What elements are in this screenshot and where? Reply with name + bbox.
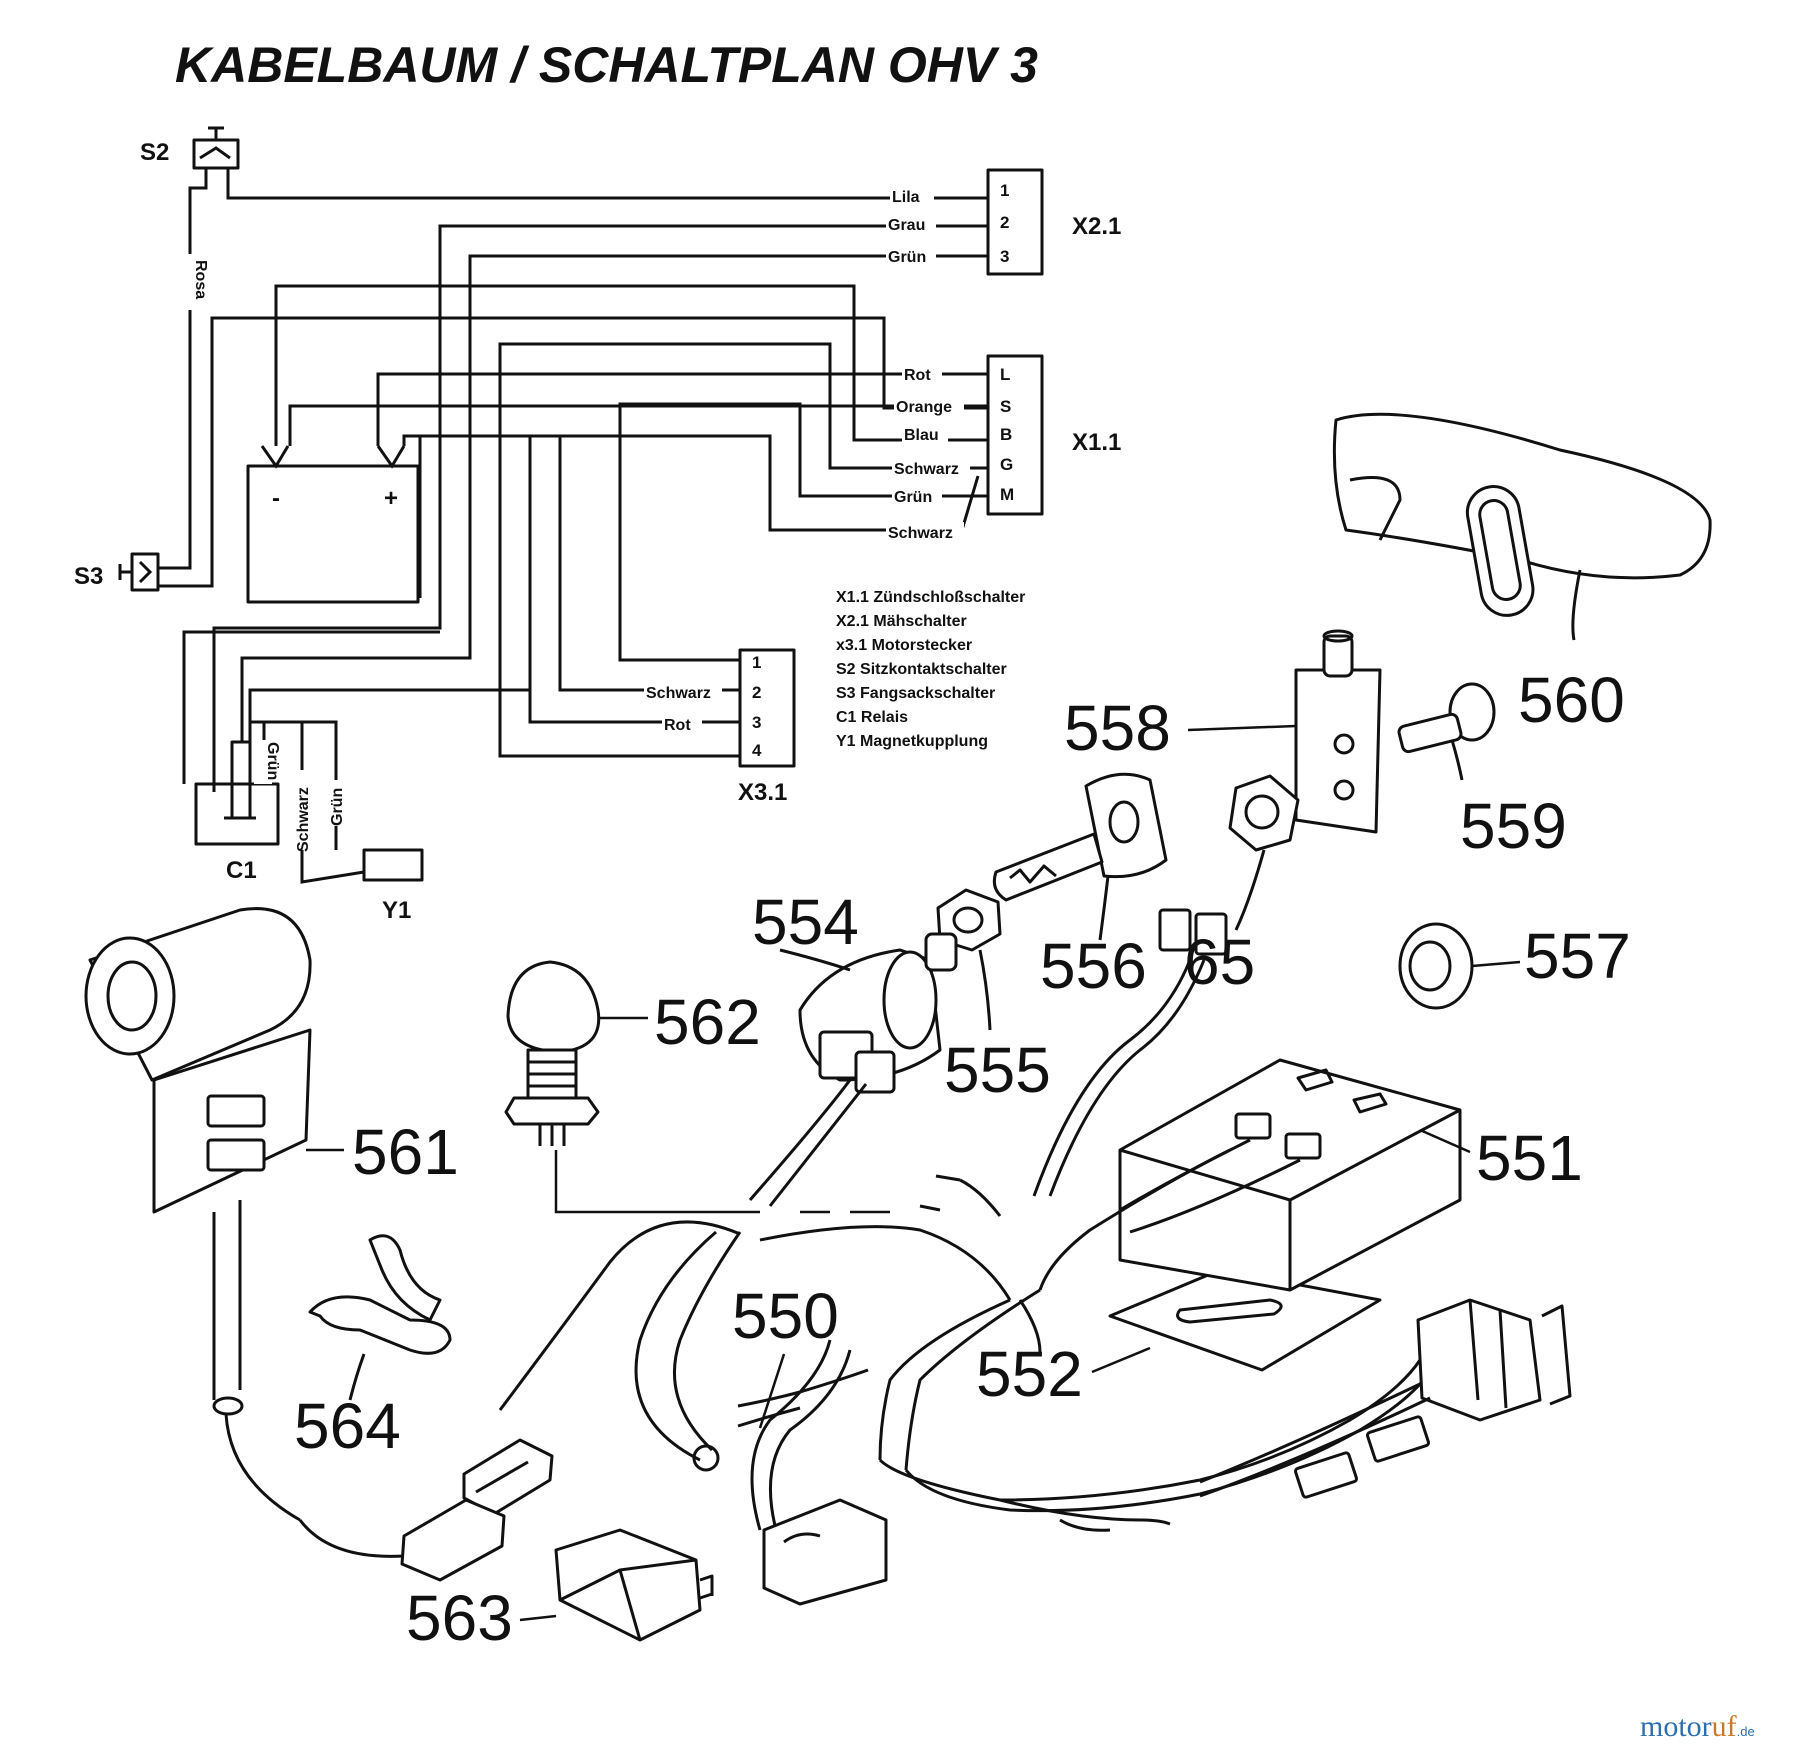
x31-pin-1: 1 (752, 653, 761, 672)
part-numbers: 560 558 559 554 556 65 557 562 555 561 5… (294, 664, 1631, 1654)
part-module-551 (1118, 1058, 1471, 1292)
connector-x21: 1 2 3 X2.1 (986, 168, 1121, 276)
catcher-switch-s3: S3 (74, 552, 160, 592)
x11-pin-s: S (1000, 397, 1011, 416)
legend-item-y1: Y1 Magnetkupplung (836, 733, 988, 750)
watermark-logo: motoruf.de (1640, 1710, 1755, 1743)
part-number-551: 551 (1476, 1122, 1583, 1194)
relay-c1: C1 (194, 740, 280, 884)
schematic: S2 S3 - + 1 2 3 X2.1 L (74, 126, 1121, 924)
battery-minus: - (272, 485, 280, 512)
label-x11: X1.1 (1072, 429, 1121, 456)
x21-pin-3: 3 (1000, 247, 1009, 266)
part-clip-564 (308, 1234, 452, 1401)
part-number-550: 550 (732, 1280, 839, 1352)
label-s3: S3 (74, 563, 103, 590)
label-c1: C1 (226, 857, 257, 884)
x11-pin-m: M (1000, 485, 1014, 504)
part-number-552: 552 (976, 1338, 1083, 1410)
wire-rot-x11: Rot (904, 367, 931, 384)
wire-labels: Lila Grau Grün Rot Orange Blau Schwarz G… (180, 186, 970, 852)
part-screw-559 (1397, 682, 1496, 781)
x31-pin-3: 3 (752, 713, 761, 732)
harness-connectors (224, 1298, 1572, 1606)
legend-item-x31: x3.1 Motorstecker (836, 637, 972, 654)
part-relay-563 (519, 1528, 714, 1642)
wire-gruen-y1: Grün (329, 788, 346, 826)
wire-gruen-x21: Grün (888, 249, 926, 266)
wire-schwarz-y1: Schwarz (295, 787, 312, 852)
part-nut-65 (1228, 774, 1300, 931)
label-s2: S2 (140, 139, 169, 166)
wire-schwarz-g: Schwarz (894, 461, 959, 478)
x11-pin-l: L (1000, 365, 1010, 384)
part-number-558: 558 (1064, 692, 1171, 764)
part-switch-558 (1187, 629, 1382, 834)
wire-blau: Blau (904, 427, 939, 444)
legend-item-s2: S2 Sitzkontaktschalter (836, 661, 1007, 678)
legend-item-c1: C1 Relais (836, 709, 908, 726)
x31-pin-4: 4 (752, 741, 762, 760)
battery: - + (246, 445, 420, 604)
part-ignition-switch-554 (748, 932, 958, 1207)
part-strap-560 (1332, 412, 1712, 641)
part-harness-550 (498, 908, 1432, 1532)
part-grommet-557 (1398, 922, 1521, 1010)
watermark: motoruf.de (1640, 1710, 1755, 1743)
part-number-561: 561 (352, 1116, 459, 1188)
legend-item-x11: X1.1 Zündschloßschalter (836, 589, 1025, 606)
part-number-562: 562 (654, 986, 761, 1058)
magnetic-clutch-y1: Y1 (362, 848, 424, 924)
wire-lila: Lila (892, 189, 920, 206)
label-x31: X3.1 (738, 779, 787, 806)
wire-schwarz-x31: Schwarz (646, 685, 711, 702)
wire-grau: Grau (888, 217, 925, 234)
part-number-557: 557 (1524, 920, 1631, 992)
x21-pin-2: 2 (1000, 213, 1009, 232)
part-number-556: 556 (1040, 930, 1147, 1002)
part-relay-housing-561 (84, 907, 344, 1416)
wire-orange: Orange (896, 399, 952, 416)
part-number-65: 65 (1184, 926, 1255, 998)
wire-schwarz-bottom: Schwarz (888, 525, 953, 542)
label-y1: Y1 (382, 897, 411, 924)
part-number-564: 564 (294, 1390, 401, 1462)
part-key-556 (992, 772, 1168, 941)
x31-pin-2: 2 (752, 683, 761, 702)
part-plate-552 (1091, 1268, 1382, 1374)
part-number-560: 560 (1518, 664, 1625, 736)
wires (158, 168, 988, 884)
x11-pin-g: G (1000, 455, 1013, 474)
part-number-555: 555 (944, 1034, 1051, 1106)
connector-x31: 1 2 3 4 X3.1 (738, 648, 796, 806)
exploded-parts (84, 412, 1712, 1642)
part-pushbutton-562 (504, 960, 890, 1214)
diagram-title: KABELBAUM / SCHALTPLAN OHV 3 (175, 37, 1038, 93)
part-number-563: 563 (406, 1582, 513, 1654)
x11-pin-b: B (1000, 425, 1012, 444)
wire-rosa: Rosa (192, 260, 209, 299)
part-number-554: 554 (752, 886, 859, 958)
wire-rot-x31: Rot (664, 717, 691, 734)
wire-gruen-c1: Grün (264, 742, 281, 780)
seat-contact-switch-s2: S2 (140, 126, 240, 170)
legend: X1.1 Zündschloßschalter X2.1 Mähschalter… (836, 589, 1025, 750)
legend-item-s3: S3 Fangsackschalter (836, 685, 995, 702)
part-number-559: 559 (1460, 790, 1567, 862)
legend-item-x21: X2.1 Mähschalter (836, 613, 967, 630)
label-x21: X2.1 (1072, 213, 1121, 240)
connector-x11: L S B G M X1.1 (986, 354, 1121, 516)
battery-plus: + (384, 485, 398, 512)
wire-gruen-m: Grün (894, 489, 932, 506)
x21-pin-1: 1 (1000, 181, 1009, 200)
